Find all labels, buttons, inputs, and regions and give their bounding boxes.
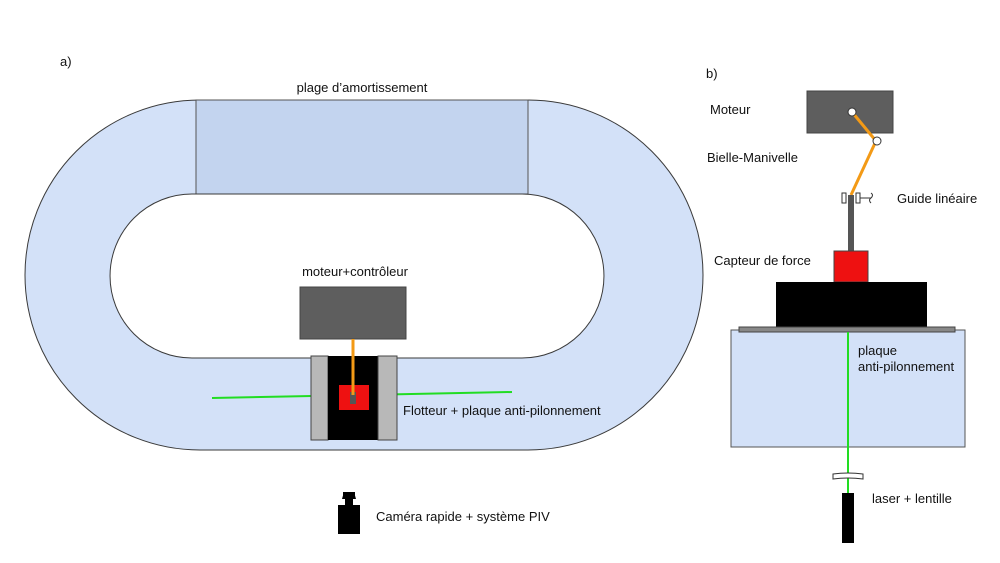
float-block <box>776 282 927 330</box>
crank-arm <box>850 111 878 142</box>
heave-plate <box>738 326 956 333</box>
motor-controller-label: moteur+contrôleur <box>302 264 409 279</box>
camera-icon <box>338 492 360 534</box>
motor-label: Moteur <box>710 102 751 117</box>
plate-label-line2: anti-pilonnement <box>858 359 955 374</box>
damping-zone-label: plage d’amortissement <box>297 80 428 95</box>
lens-icon <box>832 472 864 480</box>
camera-label: Caméra rapide + système PIV <box>376 509 550 524</box>
float-right-side <box>377 355 398 441</box>
panel-b: b) Moteur Bielle-Manivelle Guide linéair… <box>706 66 977 543</box>
rod-attachment <box>350 392 356 404</box>
panel-a-label: a) <box>60 54 72 69</box>
crank-pivot-icon <box>847 107 857 117</box>
force-sensor <box>833 250 869 283</box>
laser-label: laser + lentille <box>872 491 952 506</box>
damping-zone <box>195 99 529 195</box>
panel-b-label: b) <box>706 66 718 81</box>
float-assembly <box>310 355 398 441</box>
float-label: Flotteur + plaque anti-pilonnement <box>403 403 601 418</box>
tank-inner-island <box>109 193 605 359</box>
panel-a: a) plage d’amortissement moteur+contrôle… <box>24 54 704 534</box>
motor-controller-box <box>299 286 407 340</box>
vertical-shaft <box>848 195 854 252</box>
force-sensor-label: Capteur de force <box>714 253 811 268</box>
linear-guide-icon <box>841 192 873 204</box>
plate-label-line1: plaque <box>858 343 897 358</box>
rod-joint-icon <box>872 136 882 146</box>
linear-guide-label: Guide linéaire <box>897 191 977 206</box>
float-left-side <box>310 355 329 441</box>
laser-device <box>842 493 854 543</box>
connecting-rod <box>849 140 878 196</box>
crank-label: Bielle-Manivelle <box>707 150 798 165</box>
